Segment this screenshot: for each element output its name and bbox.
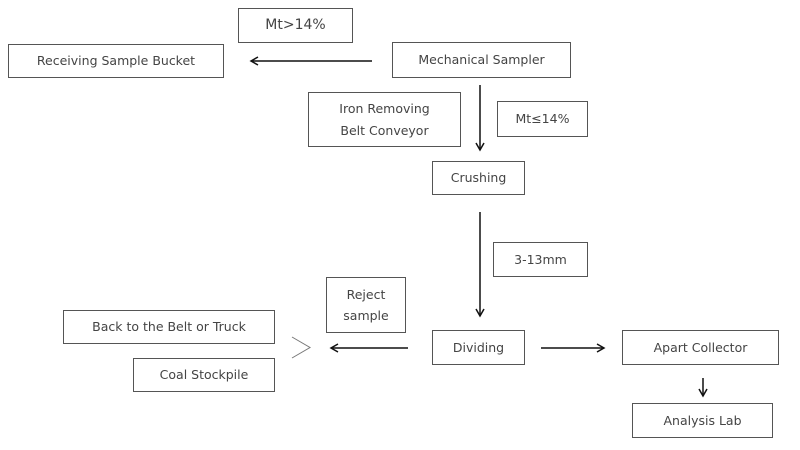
label-mt-le-14: Mt≤14% — [497, 101, 588, 137]
split-bracket-icon — [291, 336, 311, 359]
node-crushing: Crushing — [432, 161, 525, 195]
node-receiving-sample-bucket: Receiving Sample Bucket — [8, 44, 224, 78]
label-mt-greater-14: Mt>14% — [238, 8, 353, 43]
node-dividing: Dividing — [432, 330, 525, 365]
node-back-to-belt-or-truck: Back to the Belt or Truck — [63, 310, 275, 344]
node-analysis-lab: Analysis Lab — [632, 403, 773, 438]
label-3-13mm: 3-13mm — [493, 242, 588, 277]
node-iron-removing-belt-conveyor: Iron Removing Belt Conveyor — [308, 92, 461, 147]
node-coal-stockpile: Coal Stockpile — [133, 358, 275, 392]
node-mechanical-sampler: Mechanical Sampler — [392, 42, 571, 78]
node-apart-collector: Apart Collector — [622, 330, 779, 365]
label-reject-sample: Reject sample — [326, 277, 406, 333]
